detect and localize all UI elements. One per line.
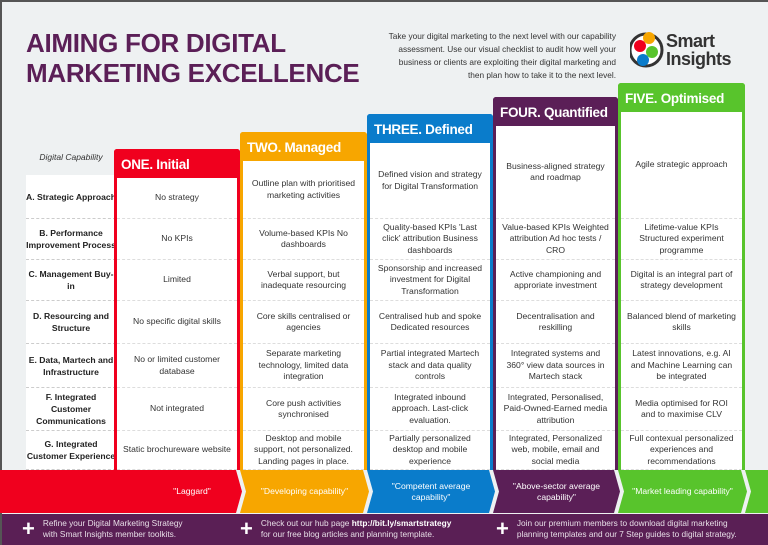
row-label: A. Strategic Approach bbox=[26, 175, 116, 219]
capability-cell: Value-based KPIs Weighted attribution Ad… bbox=[496, 219, 615, 260]
band-label: "Market leading capability" bbox=[632, 486, 733, 496]
footer-item: + Join our premium members to download di… bbox=[496, 518, 737, 540]
page-title: AIMING FOR DIGITAL MARKETING EXCELLENCE bbox=[26, 28, 360, 88]
capability-cell: Media optimised for ROI and to maximise … bbox=[621, 388, 742, 431]
capability-cell: Outline plan with prioritised marketing … bbox=[243, 161, 364, 219]
capability-cell: No or limited customer database bbox=[117, 344, 237, 388]
capability-band bbox=[745, 470, 768, 513]
row-label: F. Integrated Customer Communications bbox=[26, 388, 116, 431]
capability-cell: Active championing and approriate invest… bbox=[496, 260, 615, 301]
logo-line-2: Insights bbox=[666, 49, 732, 69]
capability-cell: Lifetime-value KPIs Structured experimen… bbox=[621, 219, 742, 260]
band-label: "Competent average capability" bbox=[391, 480, 471, 502]
capability-heading: Digital Capability bbox=[39, 152, 103, 162]
capability-cell: Sponsorship and increased investment for… bbox=[370, 260, 490, 301]
footer-text: planning templates and our 7 Step guides… bbox=[516, 529, 737, 539]
plus-icon: + bbox=[496, 516, 509, 541]
capability-cell: Integrated inbound approach. Last-click … bbox=[370, 388, 490, 431]
footer-text: Check out our hub page bbox=[260, 518, 352, 528]
capability-band: "Market leading capability" bbox=[618, 470, 747, 513]
capability-cell: Digital is an integral part of strategy … bbox=[621, 260, 742, 301]
capability-bands: "Laggard" "Developing capability" "Compete… bbox=[2, 470, 768, 513]
capability-cell: Partial integrated Martech stack and dat… bbox=[370, 344, 490, 388]
row-label: E. Data, Martech and Infrastructure bbox=[26, 344, 116, 388]
capability-cell: Latest innovations, e.g. AI and Machine … bbox=[621, 344, 742, 388]
footer-text: with Smart Insights member toolkits. bbox=[42, 529, 177, 539]
footer-text: for our free blog articles and planning … bbox=[260, 529, 435, 539]
capability-cell: Volume-based KPIs No dashboards bbox=[243, 219, 364, 260]
row-label: G. Integrated Customer Experience bbox=[26, 431, 116, 470]
level-title: TWO. Managed bbox=[247, 140, 341, 155]
smart-insights-logo-icon bbox=[630, 32, 664, 68]
row-label: C. Management Buy-in bbox=[26, 260, 116, 301]
capability-cell: Integrated, Personalized web, mobile, em… bbox=[496, 431, 615, 470]
capability-cell: Centralised hub and spoke Dedicated reso… bbox=[370, 301, 490, 344]
capability-cell: Not integrated bbox=[117, 388, 237, 431]
capability-cell: Verbal support, but inadequate resourcin… bbox=[243, 260, 364, 301]
capability-cell: Agile strategic approach bbox=[621, 112, 742, 219]
title-line-1: AIMING FOR DIGITAL bbox=[26, 28, 286, 58]
plus-icon: + bbox=[240, 516, 253, 541]
capability-cell: Decentralisation and reskilling bbox=[496, 301, 615, 344]
level-title: THREE. Defined bbox=[374, 122, 473, 137]
capability-cell: Core push activities synchronised bbox=[243, 388, 364, 431]
plus-icon: + bbox=[22, 516, 35, 541]
capability-cell: No specific digital skills bbox=[117, 301, 237, 344]
footer-item: + Check out our hub page http://bit.ly/sm… bbox=[240, 518, 451, 540]
capability-cell: Static brochureware website bbox=[117, 431, 237, 470]
capability-cell: Limited bbox=[117, 260, 237, 301]
footer-text: Refine your Digital Marketing Strategy bbox=[42, 518, 183, 528]
capability-cell: Quality-based KPIs 'Last click' attribut… bbox=[370, 219, 490, 260]
capability-band: "Above-sector average capability" bbox=[493, 470, 620, 513]
band-label: "Above-sector average capability" bbox=[512, 480, 601, 502]
capability-cell: Full contexual personalized experiences … bbox=[621, 431, 742, 470]
capability-cell: Integrated, Personalised, Paid-Owned-Ear… bbox=[496, 388, 615, 431]
capability-band: "Laggard" bbox=[0, 470, 242, 513]
row-label: D. Resourcing and Structure bbox=[26, 301, 116, 344]
band-label: "Developing capability" bbox=[260, 486, 349, 496]
level-title: ONE. Initial bbox=[121, 157, 190, 172]
capability-cell: Balanced blend of marketing skills bbox=[621, 301, 742, 344]
level-title: FOUR. Quantified bbox=[500, 105, 608, 120]
capability-cell: Core skills centralised or agencies bbox=[243, 301, 364, 344]
capability-band: "Competent average capability" bbox=[367, 470, 495, 513]
logo-line-1: Smart bbox=[666, 31, 715, 51]
capability-cell: Integrated systems and 360° view data so… bbox=[496, 344, 615, 388]
capability-cell: Partially personalized desktop and mobil… bbox=[370, 431, 490, 470]
capability-cell: No strategy bbox=[117, 178, 237, 219]
capability-cell: Business-aligned strategy and roadmap bbox=[496, 126, 615, 219]
hub-link[interactable]: http://bit.ly/smartstrategy bbox=[351, 518, 452, 528]
logo-text: Smart Insights bbox=[666, 31, 732, 69]
level-title: FIVE. Optimised bbox=[625, 91, 725, 106]
capability-cell: Defined vision and strategy for Digital … bbox=[370, 143, 490, 219]
title-line-2: MARKETING EXCELLENCE bbox=[26, 58, 360, 88]
band-label: "Laggard" bbox=[173, 486, 211, 496]
capability-cell: No KPIs bbox=[117, 219, 237, 260]
capability-cell: Separate marketing technology, limited d… bbox=[243, 344, 364, 388]
capability-band: "Developing capability" bbox=[240, 470, 369, 513]
row-label: B. Performance Improvement Process bbox=[26, 219, 116, 260]
capability-cell: Desktop and mobile support, not personal… bbox=[243, 431, 364, 470]
intro-text: Take your digital marketing to the next … bbox=[388, 31, 616, 80]
footer-text: Join our premium members to download dig… bbox=[516, 518, 728, 528]
